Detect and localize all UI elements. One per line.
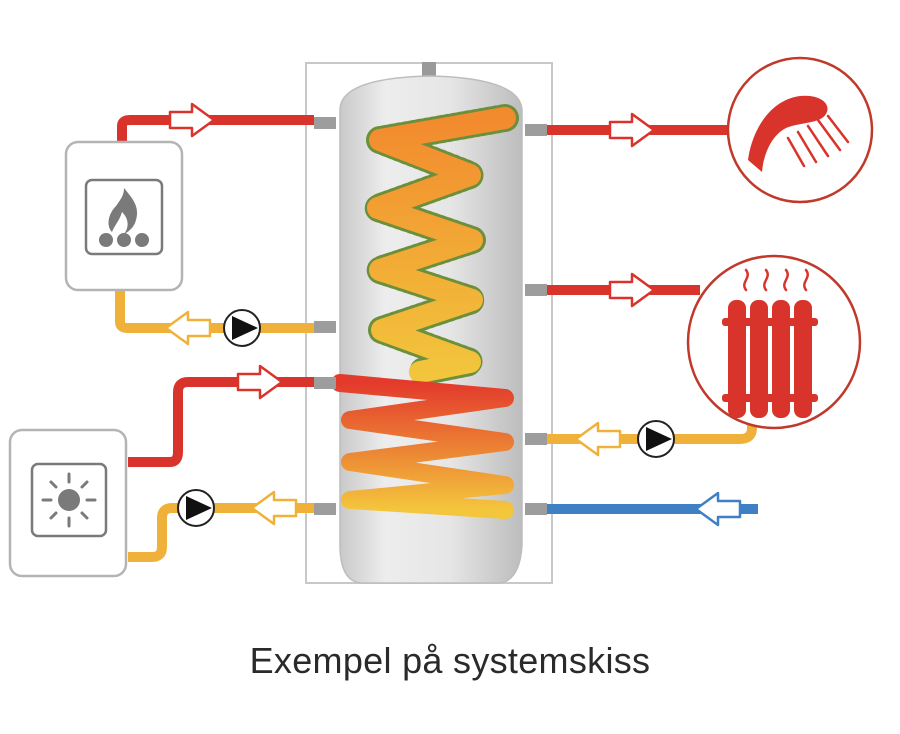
solar-pump — [177, 489, 215, 527]
shower-icon — [748, 95, 828, 172]
shower-device — [726, 56, 874, 204]
flow-arrows — [168, 102, 656, 400]
solar-unit — [8, 428, 128, 578]
return-arrows — [164, 310, 622, 526]
arrow-icon — [608, 272, 656, 308]
radiator-icon — [722, 300, 818, 418]
arrow-icon — [250, 490, 298, 526]
solar-flow-pipe — [128, 377, 314, 467]
cold-arrow — [694, 491, 742, 527]
radiator-device — [686, 254, 862, 430]
radiator-pump — [637, 420, 675, 458]
radiator-return-pipe — [547, 420, 757, 444]
pump-icon — [186, 496, 212, 520]
solar-return-pipe — [128, 503, 314, 562]
boiler-return-pipe — [115, 290, 314, 333]
arrow-icon — [168, 102, 216, 138]
pump-icon — [232, 316, 258, 340]
boiler-unit — [64, 140, 184, 292]
arrow-icon — [608, 112, 656, 148]
diagram-caption: Exempel på systemskiss — [249, 640, 651, 681]
arrow-icon — [694, 491, 742, 527]
upper-heat-coil-fill — [367, 107, 516, 383]
flame-icon — [108, 188, 138, 234]
pump-icon — [646, 427, 672, 451]
lower-heat-coil — [331, 374, 514, 519]
tank-connections — [314, 117, 547, 515]
arrow-icon — [574, 421, 622, 457]
arrow-icon — [236, 364, 284, 400]
sun-icon — [41, 472, 97, 528]
arrow-icon — [164, 310, 212, 346]
boiler-flow-pipe — [117, 115, 314, 142]
boiler-pump — [223, 309, 261, 347]
tank-top-nozzle — [422, 62, 436, 76]
